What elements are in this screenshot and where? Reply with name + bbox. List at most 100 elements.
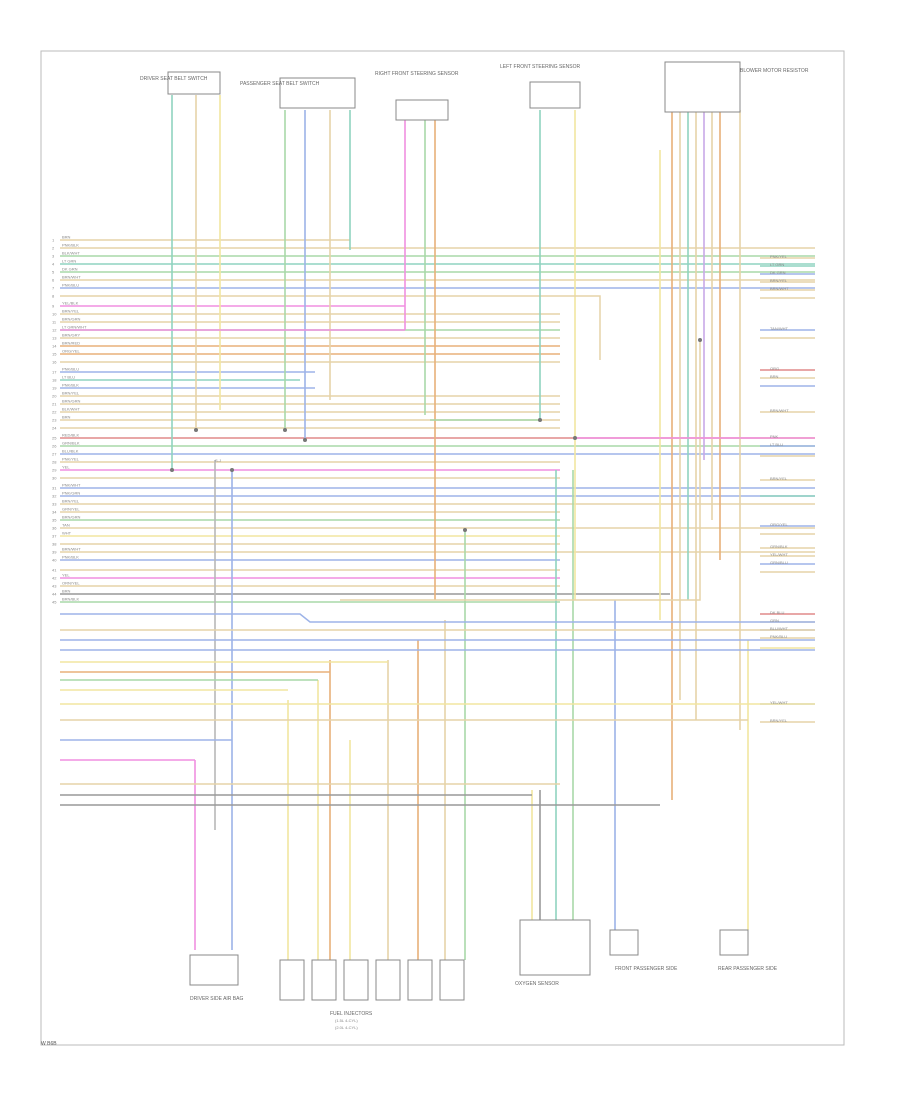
splice-dot	[230, 468, 234, 472]
row-number: 6	[52, 278, 55, 283]
row-number: 19	[52, 386, 57, 391]
component-bottom-3	[519, 919, 591, 976]
wire-label-left: RED/BLK	[62, 433, 79, 438]
injector-5	[407, 959, 433, 1001]
row-number: 16	[52, 360, 57, 365]
row-number: 4	[52, 262, 55, 267]
splice-dot	[194, 428, 198, 432]
wire-label-left: PNK/BLK	[62, 555, 79, 560]
row-number: 11	[52, 320, 57, 325]
wire-label-left: BLU/BLK	[62, 449, 79, 454]
wire-label-left: PNK/BLK	[62, 243, 79, 248]
splice-label: S-J	[215, 458, 221, 463]
component-bottom-1	[189, 954, 239, 986]
wire-label-right: PNK/BLU	[770, 634, 787, 639]
wire-label-right: GRN/BLU	[770, 560, 788, 565]
splice-dot	[538, 418, 542, 422]
components-layer	[167, 61, 749, 1001]
wire-label-right: LT BLU	[770, 442, 783, 447]
row-number: 26	[52, 444, 57, 449]
wire-label-right: BRN/WHT	[770, 286, 789, 291]
wire-label-left: LT GRN	[62, 259, 76, 264]
row-number: 42	[52, 576, 57, 581]
wire-label-left: BRN	[62, 235, 71, 240]
row-number: 9	[52, 304, 55, 309]
connector-top-2	[279, 77, 356, 109]
wire-label-left: BRN/BLK	[62, 597, 79, 602]
row-number: 1	[52, 238, 55, 243]
wire-label-right: PNK	[770, 434, 779, 439]
component-label: OXYGEN SENSOR	[515, 981, 559, 987]
row-number: 7	[52, 286, 55, 291]
wire-label-left: TAN	[62, 523, 70, 528]
component-bottom-4	[609, 929, 639, 956]
wire-label-left: PNK/BLU	[62, 283, 79, 288]
row-number: 10	[52, 312, 57, 317]
wire-label-left: GRN/BLK	[62, 441, 80, 446]
wire-label-right: ORG	[770, 366, 779, 371]
splice-dot	[463, 528, 467, 532]
wires-layer	[60, 95, 815, 960]
wire-label-right: YEL/WHT	[770, 552, 788, 557]
wire-label-right: TAN/WHT	[770, 326, 788, 331]
injector-4	[375, 959, 401, 1001]
wire-label-left: BRN	[62, 415, 71, 420]
footer-code: W B6B	[41, 1041, 57, 1047]
row-number: 38	[52, 542, 57, 547]
connector-top-1	[167, 71, 221, 95]
wire-label-left: BRN/YEL	[62, 391, 80, 396]
wire-label-left: ORN/YEL	[62, 581, 80, 586]
wire-label-left: GRN/YEL	[62, 507, 80, 512]
splice-dot	[698, 338, 702, 342]
component-label: LEFT FRONT STEERING SENSOR	[500, 64, 580, 70]
row-number: 12	[52, 328, 57, 333]
row-number: 28	[52, 460, 57, 465]
wire-label-left: BLK/WHT	[62, 407, 80, 412]
wire-label-left: BRN/WHT	[62, 547, 81, 552]
row-number: 41	[52, 568, 57, 573]
wire-label-left: BRN/WHT	[62, 275, 81, 280]
elbow-wire	[60, 613, 815, 623]
wire-label-right: GRN	[770, 618, 779, 623]
wire-label-left: BRN/GRN	[62, 399, 81, 404]
wire-label-right: GRN/BLK	[770, 544, 788, 549]
wire-label-left: LT GRN/WHT	[62, 325, 87, 330]
row-number: 22	[52, 410, 57, 415]
wire-label-left: PNK/GRN	[62, 491, 80, 496]
component-label: FUEL INJECTORS	[330, 1011, 373, 1017]
wire-label-left: BRN/GRY	[62, 333, 80, 338]
wire-label-right: PNK/YEL	[770, 254, 788, 259]
connector-top-4	[529, 81, 581, 109]
wire-label-left: YEL	[62, 465, 70, 470]
component-label: FRONT PASSENGER SIDE	[615, 966, 678, 972]
splice-dot	[303, 438, 307, 442]
elbow-wire	[560, 295, 601, 360]
row-number: 17	[52, 370, 57, 375]
row-number: 39	[52, 550, 57, 555]
row-number: 31	[52, 486, 57, 491]
wire-label-right: ORG/YEL	[770, 522, 789, 527]
row-number: 35	[52, 518, 57, 523]
row-number: 45	[52, 600, 57, 605]
row-number: 5	[52, 270, 55, 275]
wire-label-right: BRN	[770, 374, 779, 379]
connector-top-5	[664, 61, 741, 113]
wire-label-right: YEL/WHT	[770, 700, 788, 705]
wire-label-left: LT BLU	[62, 375, 75, 380]
injector-2	[311, 959, 337, 1001]
diagram-border	[40, 50, 845, 1046]
wire-label-left: PNK/YEL	[62, 457, 80, 462]
injector-note: (1.5L 4-CYL)	[335, 1018, 358, 1023]
row-number: 37	[52, 534, 57, 539]
row-number: 21	[52, 402, 57, 407]
row-number: 44	[52, 592, 57, 597]
injector-1	[279, 959, 305, 1001]
row-number: 2	[52, 246, 55, 251]
row-number: 8	[52, 294, 55, 299]
wire-label-right: BRN/WHT	[770, 408, 789, 413]
row-number: 13	[52, 336, 57, 341]
wire-label-left: WHT	[62, 531, 72, 536]
wire-label-left: PNK/WHT	[62, 483, 81, 488]
splice-dot	[573, 436, 577, 440]
row-number: 18	[52, 378, 57, 383]
